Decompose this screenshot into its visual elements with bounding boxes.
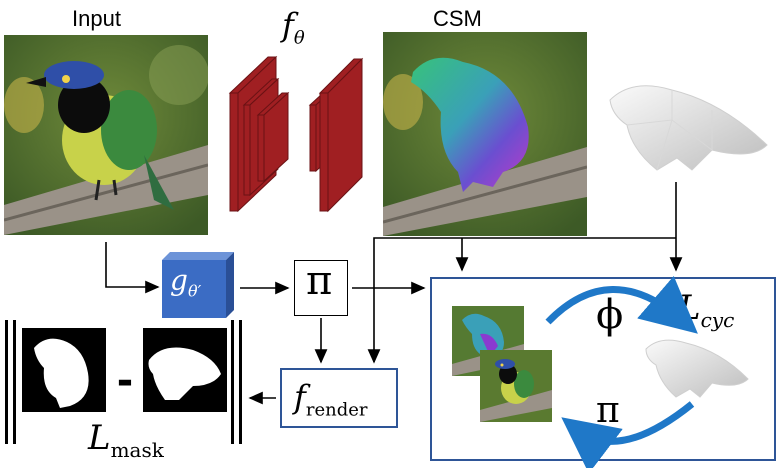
mask-silhouette-right: [143, 328, 227, 412]
mask-left-bars: [4, 320, 20, 444]
l-cyc-label: Lcyc: [678, 288, 735, 332]
minus-sign: -: [117, 353, 133, 406]
3d-bird-template: [602, 80, 772, 180]
f-render-box: [280, 368, 398, 428]
mask-silhouette-left: [22, 328, 106, 412]
network-layers: [224, 45, 374, 215]
csm-bird-photo: [383, 32, 587, 236]
pi-box: [294, 260, 348, 316]
cycle-3d-bird: [640, 335, 752, 403]
csm-label: CSM: [433, 6, 482, 31]
g-theta-cube: [162, 252, 234, 318]
input-label: Input: [72, 6, 121, 31]
pi-center-label: π: [306, 258, 333, 304]
input-bird-photo: [4, 35, 208, 235]
cycle-bird-thumb: [480, 350, 552, 422]
f-render-label: frender: [294, 378, 368, 421]
l-mask-label: Lmask: [88, 418, 164, 462]
mask-right-bars: [230, 320, 246, 444]
g-theta-label: gθ′: [170, 264, 202, 301]
f-theta-label: fθ: [282, 6, 305, 49]
pi-cycle-label: π: [596, 390, 620, 431]
phi-label: ϕ: [596, 292, 624, 338]
